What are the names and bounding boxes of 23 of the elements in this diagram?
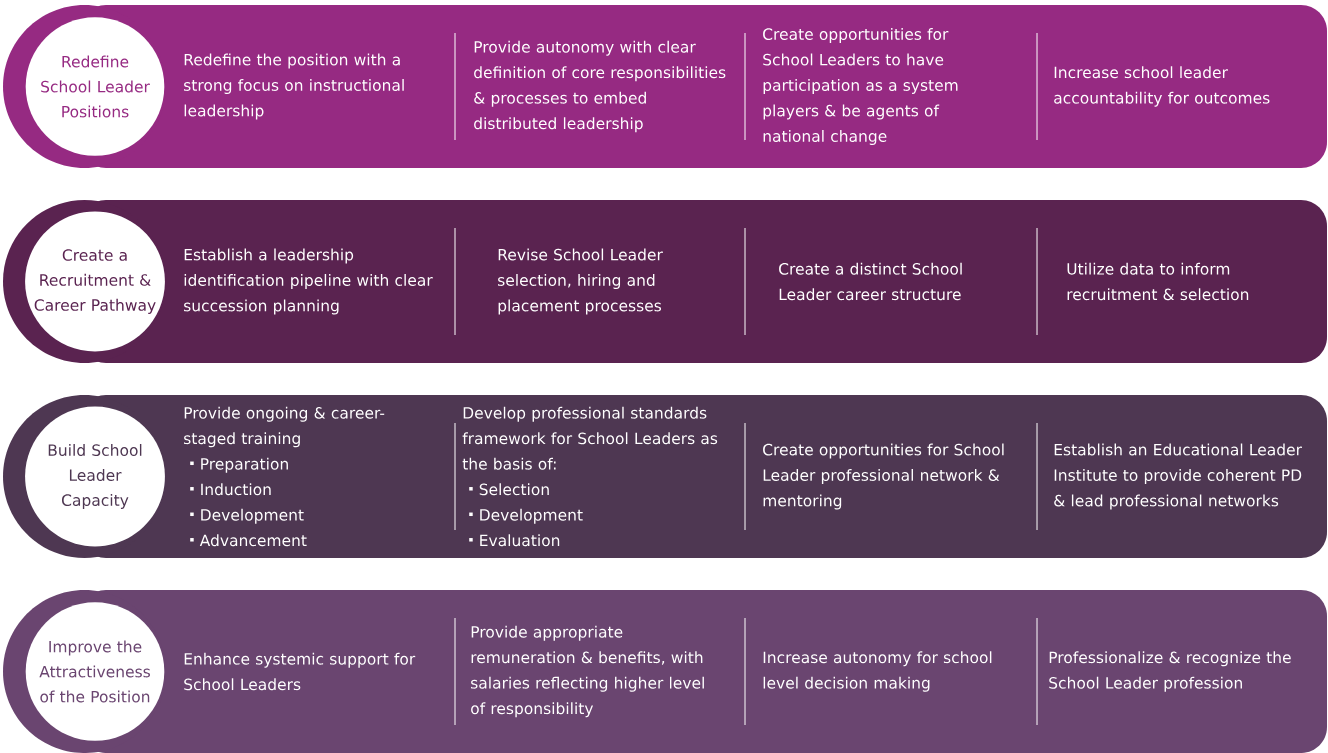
cell-text: Enhance systemic support for School Leaders bbox=[184, 652, 416, 691]
bullet-item: Development bbox=[469, 508, 583, 524]
bullet-item: Induction bbox=[190, 483, 271, 496]
cell-text: Establish a leadership identification pipeline with clear succession planning bbox=[184, 248, 433, 315]
bullet-item: Selection bbox=[469, 483, 549, 496]
cell-text: Create a distinct School Leader career structure bbox=[779, 262, 962, 301]
cell-text: Redefine the position with a strong focus on instructional leadership bbox=[184, 53, 404, 120]
cell-text: Professionalize & recognize the School Leader profession bbox=[1049, 651, 1291, 692]
cell-text: Provide appropriate remuneration & benefits, with salaries reflecting higher level of responsibility bbox=[471, 625, 704, 718]
cell-text: Increase autonomy for school level decision making bbox=[763, 651, 992, 692]
cell-text: Create opportunities for School Leaders to have participation as a system players & be agents of national change bbox=[763, 28, 958, 145]
cell-text: Create opportunities for School Leader professional network & mentoring bbox=[763, 443, 1004, 510]
bullet-item: Advancement bbox=[190, 534, 307, 547]
cell-text: Develop professional standards framework for School Leaders as the basis of: bbox=[462, 406, 718, 470]
cell-text: Establish an Educational Leader Institute to provide coherent PD & lead professional networks bbox=[1054, 443, 1302, 510]
bullet-item: Preparation bbox=[190, 457, 288, 473]
cell-text: Increase school leader accountability for outcomes bbox=[1054, 66, 1270, 107]
cell-text: Utilize data to inform recruitment & selection bbox=[1067, 262, 1249, 301]
bullet-item: Development bbox=[190, 508, 304, 524]
bullet-item: Evaluation bbox=[469, 534, 560, 547]
cell-text: Provide autonomy with clear definition of core responsibilities & processes to embed distributed leadership bbox=[474, 40, 726, 133]
cell-text: Revise School Leader selection, hiring and placement processes bbox=[498, 248, 663, 315]
cell-text: Provide ongoing & career-staged training bbox=[184, 406, 385, 448]
